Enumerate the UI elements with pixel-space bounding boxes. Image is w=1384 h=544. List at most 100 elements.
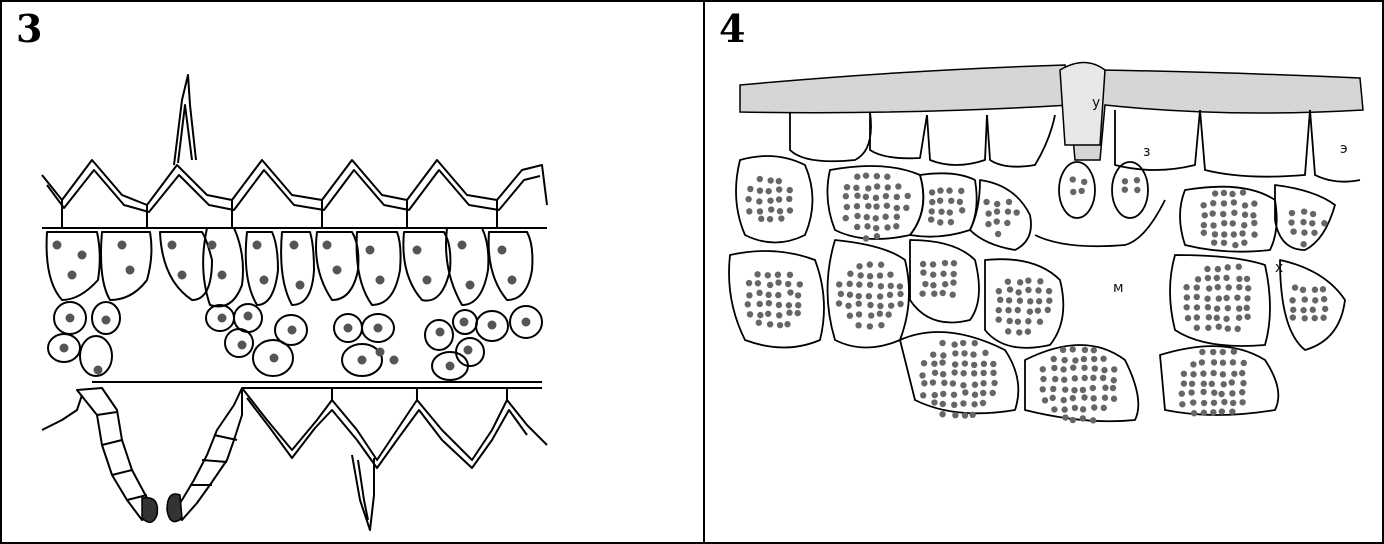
chloroplast xyxy=(950,380,956,386)
chloroplast xyxy=(1221,200,1227,206)
chloroplast xyxy=(777,208,783,214)
chloroplast xyxy=(1236,284,1242,290)
chloroplast xyxy=(877,303,883,309)
chloroplast xyxy=(894,205,900,211)
chloroplast xyxy=(920,392,926,398)
chloroplast xyxy=(464,346,473,355)
chloroplast xyxy=(873,203,879,209)
chloroplast xyxy=(1181,371,1187,377)
chloroplast xyxy=(867,282,873,288)
chloroplast xyxy=(1079,188,1085,194)
chloroplast xyxy=(1230,220,1236,226)
upper-hair xyxy=(174,75,196,165)
chloroplast xyxy=(776,196,782,202)
chloroplast xyxy=(884,174,890,180)
chloroplast xyxy=(747,186,753,192)
chloroplast xyxy=(990,370,996,376)
chloroplast xyxy=(929,208,935,214)
chloroplast xyxy=(866,293,872,299)
chloroplast xyxy=(1040,366,1046,372)
chloroplast xyxy=(1322,306,1328,312)
chloroplast xyxy=(786,196,792,202)
chloroplast xyxy=(1007,286,1013,292)
chloroplast xyxy=(775,272,781,278)
chloroplast xyxy=(1102,395,1108,401)
chloroplast xyxy=(1072,357,1078,363)
chloroplast xyxy=(787,207,793,213)
chloroplast xyxy=(508,276,517,285)
chloroplast xyxy=(996,288,1002,294)
chloroplast xyxy=(940,391,946,397)
chloroplast xyxy=(765,188,771,194)
chloroplast xyxy=(895,183,901,189)
chloroplast xyxy=(847,281,853,287)
chloroplast xyxy=(757,187,763,193)
chloroplast xyxy=(1289,210,1295,216)
chloroplast xyxy=(1006,297,1012,303)
chloroplast xyxy=(1201,400,1207,406)
chloroplast xyxy=(1205,275,1211,281)
chloroplast xyxy=(1200,370,1206,376)
chloroplast xyxy=(1110,385,1116,391)
chloroplast xyxy=(1025,318,1031,324)
chloroplast xyxy=(1035,307,1041,313)
chloroplast xyxy=(776,178,782,184)
chloroplast xyxy=(1231,199,1237,205)
chloroplast xyxy=(745,301,751,307)
chloroplast xyxy=(1229,191,1235,197)
chloroplast xyxy=(980,400,986,406)
chloroplast xyxy=(747,311,753,317)
epidermal-cell xyxy=(987,115,1055,167)
chloroplast xyxy=(920,269,926,275)
chloroplast xyxy=(786,302,792,308)
chloroplast xyxy=(1220,349,1226,355)
chloroplast xyxy=(928,216,934,222)
chloroplast xyxy=(767,216,773,222)
chloroplast xyxy=(1090,385,1096,391)
chloroplast xyxy=(1050,386,1056,392)
chloroplast xyxy=(887,271,893,277)
chloroplast xyxy=(985,221,991,227)
chloroplast xyxy=(1092,365,1098,371)
chloroplast xyxy=(1311,230,1317,236)
chloroplast xyxy=(1244,276,1250,282)
chloroplast xyxy=(1215,266,1221,272)
mesophyll-cell xyxy=(900,332,1018,413)
chloroplast xyxy=(1090,395,1096,401)
chloroplast xyxy=(1244,314,1250,320)
chloroplast xyxy=(856,281,862,287)
chloroplast xyxy=(1080,387,1086,393)
chloroplast xyxy=(897,283,903,289)
chloroplast xyxy=(1013,209,1019,215)
chloroplast xyxy=(847,271,853,277)
palisade-cell xyxy=(489,232,533,300)
chloroplast xyxy=(864,223,870,229)
chloroplast xyxy=(940,401,946,407)
chloroplast xyxy=(1251,220,1257,226)
epidermal-cell xyxy=(870,112,927,158)
chloroplast xyxy=(863,194,869,200)
chloroplast xyxy=(1082,347,1088,353)
chloroplast xyxy=(1221,231,1227,237)
chloroplast xyxy=(997,297,1003,303)
label-m: м xyxy=(1113,280,1124,296)
chloroplast xyxy=(757,301,763,307)
chloroplast xyxy=(757,176,763,182)
chloroplast xyxy=(238,341,247,350)
chloroplast xyxy=(1101,405,1107,411)
chloroplast xyxy=(865,185,871,191)
chloroplast xyxy=(260,276,269,285)
chloroplast xyxy=(844,204,850,210)
chloroplast xyxy=(1221,190,1227,196)
chloroplast xyxy=(1239,389,1245,395)
chloroplast xyxy=(1221,220,1227,226)
chloroplast xyxy=(897,291,903,297)
chloroplast xyxy=(853,185,859,191)
chloroplast xyxy=(1312,315,1318,321)
chloroplast xyxy=(1300,219,1306,225)
chloroplast xyxy=(118,241,127,250)
chloroplast xyxy=(1006,199,1012,205)
chloroplast xyxy=(765,272,771,278)
chloroplast xyxy=(1070,364,1076,370)
chloroplast xyxy=(931,360,937,366)
